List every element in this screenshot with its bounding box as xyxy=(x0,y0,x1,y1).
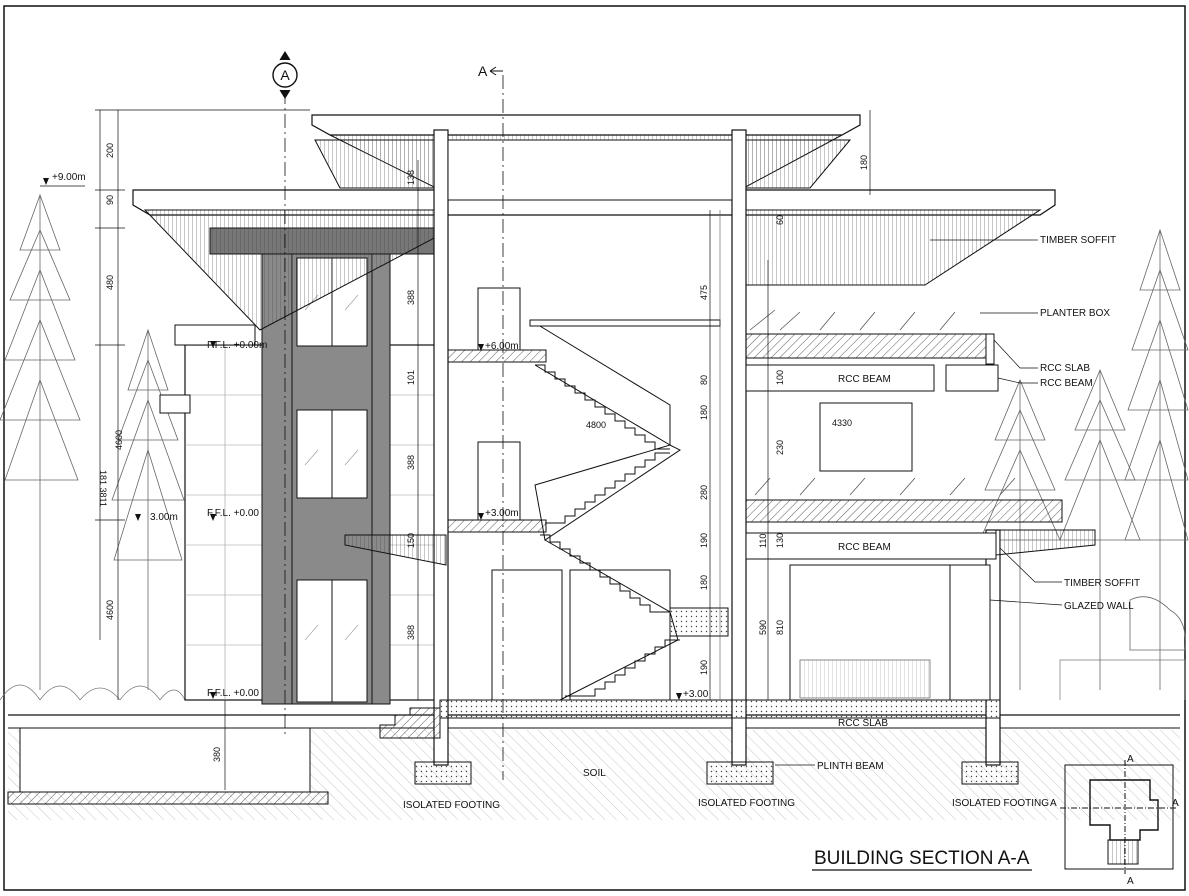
svg-text:130: 130 xyxy=(775,533,785,548)
svg-text:590: 590 xyxy=(758,620,768,635)
section-arrow-label: A xyxy=(478,63,488,79)
left-block xyxy=(159,227,441,705)
footing-label-1: ISOLATED FOOTING xyxy=(403,800,500,811)
level-mid-stair: +3.00m xyxy=(485,508,519,519)
key-plan-letter-left: A xyxy=(1050,798,1057,809)
level-ground-left: F.F.L. +0.00 xyxy=(207,688,259,699)
rcc-slab-ground: RCC SLAB xyxy=(838,718,888,729)
dim-core-right: 475 80 180 280 190 180 190 xyxy=(699,285,709,675)
callout-rcc-slab-right: RCC SLAB xyxy=(1040,363,1090,374)
level-upper-stair: +6.00m xyxy=(485,341,519,352)
trees-right xyxy=(979,228,1189,690)
level-upper-left: F.F.L. +0.00m xyxy=(207,340,267,351)
rcc-beam-lower: RCC BEAM xyxy=(838,542,891,553)
callout-rcc-beam-right: RCC BEAM xyxy=(1040,378,1093,389)
roof-lower xyxy=(132,189,1056,331)
staircase xyxy=(529,319,729,701)
svg-text:180: 180 xyxy=(699,405,709,420)
svg-text:380: 380 xyxy=(212,747,222,762)
level-ground-stair: +3.00 xyxy=(683,689,709,700)
dim-span-right: 4330 xyxy=(832,418,852,428)
dim-span-core: 4800 xyxy=(586,420,606,430)
level-roof: +9.00m xyxy=(52,172,86,183)
svg-text:190: 190 xyxy=(699,660,709,675)
svg-text:230: 230 xyxy=(775,440,785,455)
drawing-title: BUILDING SECTION A-A xyxy=(814,848,1030,869)
svg-text:810: 810 xyxy=(775,620,785,635)
level-mid-left-a: F.F.L. +0.00 xyxy=(207,508,259,519)
level-mid-left-b: 3.00m xyxy=(150,512,178,523)
svg-text:280: 280 xyxy=(699,485,709,500)
svg-text:388: 388 xyxy=(406,625,416,640)
core-doors xyxy=(477,210,721,700)
level-markers xyxy=(43,178,682,700)
section-bubble-label: A xyxy=(280,67,290,83)
callout-planter-box: PLANTER BOX xyxy=(1040,308,1110,319)
section-bubble xyxy=(272,51,298,99)
svg-text:60: 60 xyxy=(775,215,785,225)
svg-text:388: 388 xyxy=(406,455,416,470)
callout-timber-soffit-top: TIMBER SOFFIT xyxy=(1040,235,1116,246)
footing-label-3: ISOLATED FOOTING xyxy=(952,798,1049,809)
svg-text:4600: 4600 xyxy=(114,430,124,450)
svg-text:190: 190 xyxy=(699,533,709,548)
key-plan-letter-top: A xyxy=(1127,754,1134,765)
section-lines xyxy=(284,75,504,780)
dim-right-col: 180 60 100 230 110 130 810 590 xyxy=(758,155,869,635)
svg-text:80: 80 xyxy=(699,375,709,385)
svg-text:475: 475 xyxy=(699,285,709,300)
key-plan-letter-bottom: A xyxy=(1127,876,1134,887)
svg-text:200: 200 xyxy=(105,143,115,158)
svg-text:100: 100 xyxy=(775,370,785,385)
footing-shapes xyxy=(414,761,1019,785)
svg-text:181 3811: 181 3811 xyxy=(98,470,108,507)
key-plan-letter-right: A xyxy=(1172,798,1179,809)
svg-text:388: 388 xyxy=(406,290,416,305)
key-plan xyxy=(1060,760,1178,874)
shrubs xyxy=(0,659,1186,701)
svg-text:180: 180 xyxy=(699,575,709,590)
dimension-lines xyxy=(95,109,871,790)
sheet-border xyxy=(3,5,1186,891)
svg-text:480: 480 xyxy=(105,275,115,290)
footing-label-2: ISOLATED FOOTING xyxy=(698,798,795,809)
callout-glazed-wall: GLAZED WALL xyxy=(1064,601,1134,612)
dim-core-left: 138 388 101 388 150 388 xyxy=(406,170,416,640)
svg-text:138: 138 xyxy=(406,170,416,185)
dim-left-outer: 200 90 480 4600 380 xyxy=(105,143,222,762)
svg-text:4600: 4600 xyxy=(105,600,115,620)
rcc-beam-upper: RCC BEAM xyxy=(838,374,891,385)
section-arrow-icon xyxy=(489,66,503,76)
svg-text:110: 110 xyxy=(758,534,768,548)
leader-lines xyxy=(775,239,1063,766)
callout-plinth-beam: PLINTH BEAM xyxy=(817,761,884,772)
callout-timber-soffit-low: TIMBER SOFFIT xyxy=(1064,578,1140,589)
svg-text:90: 90 xyxy=(105,195,115,205)
svg-text:150: 150 xyxy=(406,533,416,548)
svg-text:180: 180 xyxy=(859,155,869,170)
trees-left xyxy=(0,193,185,690)
svg-text:101: 101 xyxy=(406,370,416,385)
structure xyxy=(344,129,1096,766)
dim-left-inner: 4600 181 3811 xyxy=(98,430,124,507)
callout-soil: SOIL xyxy=(583,768,606,779)
